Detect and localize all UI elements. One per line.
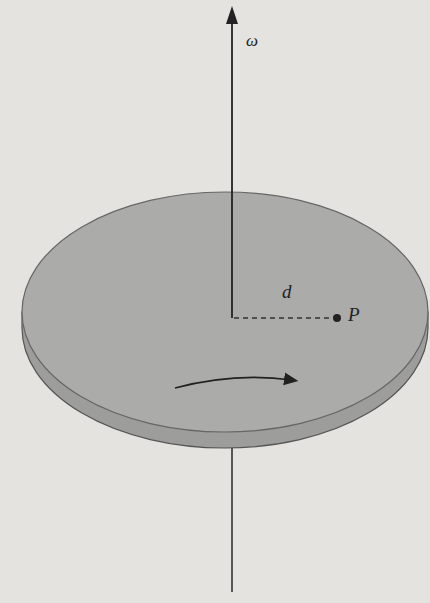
axis-upper <box>231 14 233 318</box>
point-p <box>333 314 341 322</box>
omega-label: ω <box>246 32 258 49</box>
radius-dashed <box>234 317 332 318</box>
distance-label: d <box>282 282 292 301</box>
rotation-arrow <box>175 377 292 388</box>
disk-face <box>22 192 428 432</box>
axis-arrowhead <box>226 6 238 24</box>
axis-lower <box>231 440 233 592</box>
point-label: P <box>348 305 360 324</box>
